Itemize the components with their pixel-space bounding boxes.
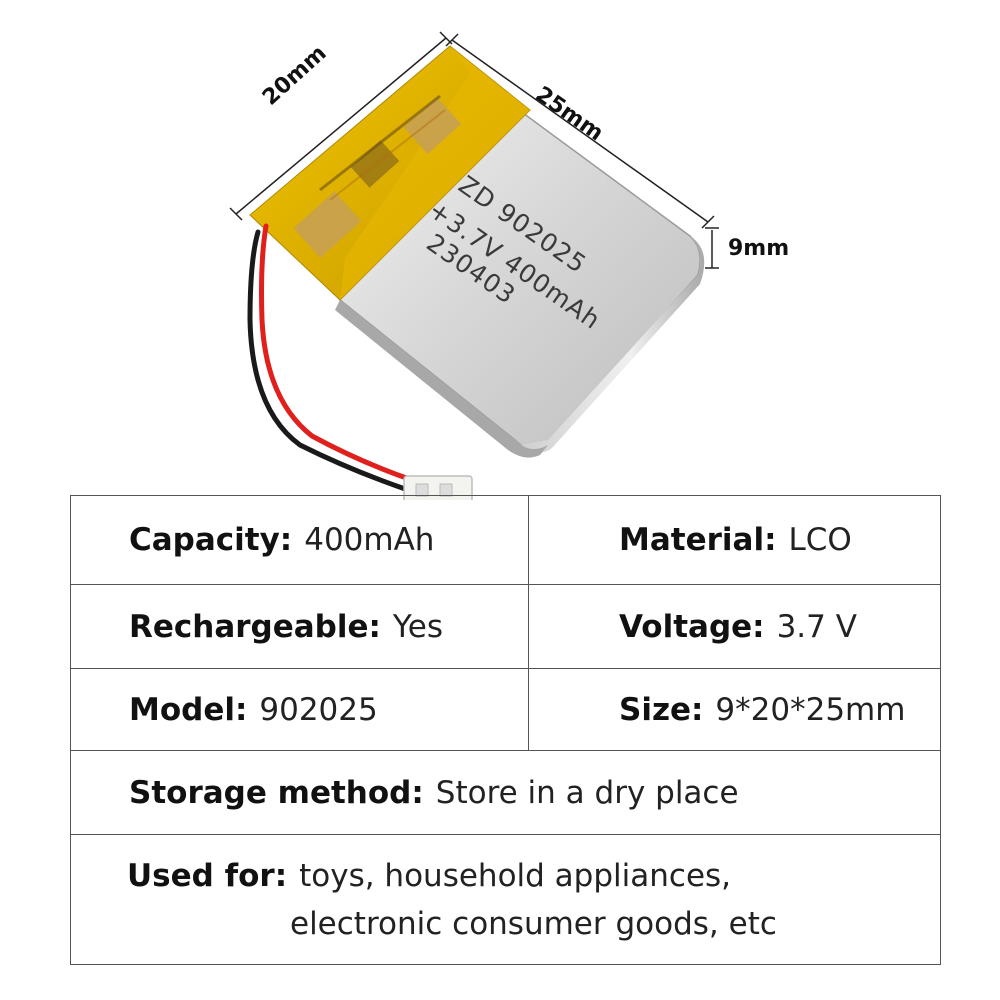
- spec-row: Storage method: Store in a dry place: [70, 750, 941, 835]
- battery-wires: [247, 223, 415, 493]
- capacity-label: Capacity:: [129, 522, 293, 558]
- spec-table: Capacity: 400mAh Material: LCO Rechargea…: [70, 495, 941, 965]
- model-label: Model:: [129, 691, 248, 728]
- yellow-tape: [249, 45, 531, 301]
- spec-cell-model: Model: 902025: [70, 668, 529, 751]
- battery-illustration: [229, 31, 719, 500]
- spec-row: Used for: toys, household appliances, el…: [70, 834, 941, 965]
- material-value: LCO: [788, 522, 852, 558]
- spec-row: Rechargeable: Yes Voltage: 3.7 V: [70, 584, 941, 669]
- spec-row: Capacity: 400mAh Material: LCO: [70, 495, 941, 585]
- size-label: Size:: [619, 691, 704, 728]
- capacity-value: 400mAh: [304, 522, 435, 558]
- spec-cell-capacity: Capacity: 400mAh: [70, 495, 529, 585]
- size-value: 9*20*25mm: [715, 691, 906, 728]
- used-for-value-line1: toys, household appliances,: [299, 857, 732, 894]
- rechargeable-value: Yes: [392, 608, 443, 645]
- spec-cell-used-for: Used for: toys, household appliances, el…: [70, 834, 941, 965]
- voltage-value: 3.7 V: [776, 608, 857, 645]
- rechargeable-label: Rechargeable:: [129, 608, 381, 645]
- storage-label: Storage method:: [129, 774, 424, 811]
- thickness-dimension-label: 9mm: [728, 236, 790, 261]
- material-label: Material:: [619, 522, 777, 558]
- voltage-label: Voltage:: [619, 608, 765, 645]
- storage-value: Store in a dry place: [435, 774, 739, 811]
- spec-cell-material: Material: LCO: [528, 495, 941, 585]
- jst-connector: [403, 475, 473, 500]
- spec-cell-rechargeable: Rechargeable: Yes: [70, 584, 529, 669]
- used-for-value-line2: electronic consumer goods, etc: [290, 905, 777, 942]
- spec-cell-voltage: Voltage: 3.7 V: [528, 584, 941, 669]
- spec-cell-size: Size: 9*20*25mm: [528, 668, 941, 751]
- spec-cell-storage: Storage method: Store in a dry place: [70, 750, 941, 835]
- dimension-lines: [229, 31, 719, 269]
- used-for-label: Used for:: [127, 857, 288, 894]
- model-value: 902025: [259, 691, 378, 728]
- spec-row: Model: 902025 Size: 9*20*25mm: [70, 668, 941, 751]
